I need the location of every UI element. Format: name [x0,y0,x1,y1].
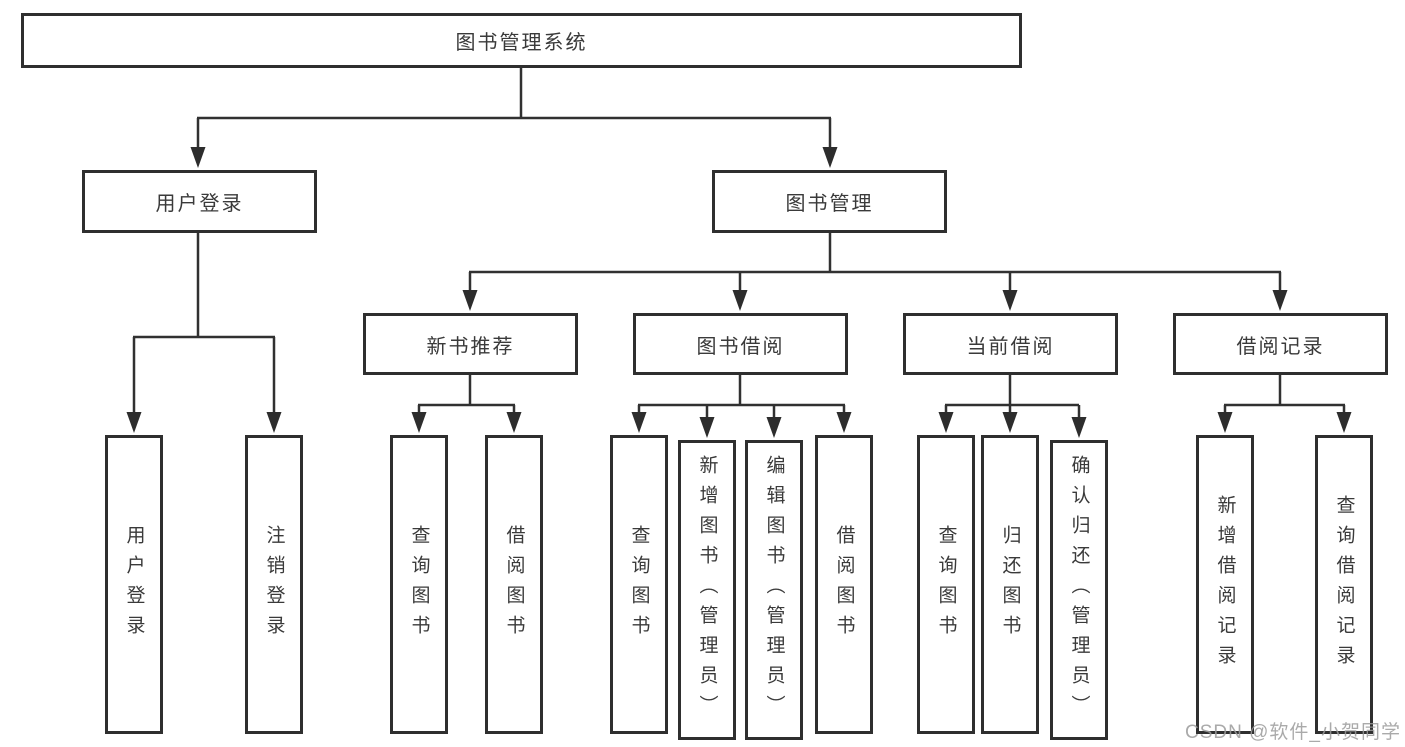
connector-arrowhead [266,412,282,433]
leaf-confirm-return-admin: 确认归还（管理员） [1050,440,1108,740]
leaf-edit-books-admin: 编辑图书（管理员） [745,440,803,740]
leaf-query-books-current-label: 查询图书 [935,524,957,645]
leaf-add-borrow-record: 新增借阅记录 [1196,435,1254,734]
leaf-query-books-current: 查询图书 [917,435,975,734]
connector-arrowhead [190,147,206,168]
connector-arrowhead [631,412,647,433]
leaf-return-books-label: 归还图书 [999,524,1021,645]
node-borrowing-records: 借阅记录 [1173,313,1388,375]
node-new-book-recommend: 新书推荐 [363,313,578,375]
leaf-query-books-borrow-label: 查询图书 [628,524,650,645]
node-current-borrowing-label: 当前借阅 [966,335,1055,358]
connector-arrowhead [822,147,838,168]
connector-arrowhead [1272,290,1288,311]
node-new-book-recommend-label: 新书推荐 [426,335,515,358]
leaf-query-borrow-record: 查询借阅记录 [1315,435,1373,734]
leaf-borrow-books-recommend: 借阅图书 [485,435,543,734]
connector-arrowhead [1002,412,1018,433]
connector-arrowhead [411,412,427,433]
node-root-label: 图书管理系统 [455,32,588,54]
connector-arrowhead [1071,417,1087,438]
leaf-user-login-label: 用户登录 [123,524,145,645]
node-root: 图书管理系统 [21,13,1022,68]
connector-arrowhead [766,417,782,438]
node-borrowing-records-label: 借阅记录 [1236,335,1325,358]
connector-arrowhead [1336,412,1352,433]
leaf-query-borrow-record-label: 查询借阅记录 [1333,494,1355,675]
connector-arrowhead [506,412,522,433]
leaf-user-login: 用户登录 [105,435,163,734]
leaf-add-books-admin: 新增图书（管理员） [678,440,736,740]
connector-arrowhead [126,412,142,433]
leaf-borrow-books: 借阅图书 [815,435,873,734]
leaf-logout: 注销登录 [245,435,303,734]
node-user-login: 用户登录 [82,170,317,233]
node-book-management-label: 图书管理 [785,193,874,215]
leaf-add-books-admin-label: 新增图书（管理员） [696,455,718,725]
leaf-query-books-recommend-label: 查询图书 [408,524,430,645]
node-user-login-label: 用户登录 [155,193,244,215]
connector-arrowhead [462,290,478,311]
node-book-management: 图书管理 [712,170,947,233]
leaf-return-books: 归还图书 [981,435,1039,734]
connector-arrowhead [1217,412,1233,433]
leaf-edit-books-admin-label: 编辑图书（管理员） [763,455,785,725]
node-book-borrowing: 图书借阅 [633,313,848,375]
leaf-confirm-return-admin-label: 确认归还（管理员） [1068,455,1090,725]
leaf-query-books-borrow: 查询图书 [610,435,668,734]
watermark: CSDN @软件_小贺同学 [1185,722,1401,743]
connector-arrowhead [732,290,748,311]
connector-arrowhead [836,412,852,433]
connector-arrowhead [699,417,715,438]
leaf-add-borrow-record-label: 新增借阅记录 [1214,494,1236,675]
leaf-borrow-books-label: 借阅图书 [833,524,855,645]
node-book-borrowing-label: 图书借阅 [696,335,785,358]
leaf-query-books-recommend: 查询图书 [390,435,448,734]
connector-arrowhead [1002,290,1018,311]
connector-arrowhead [938,412,954,433]
node-current-borrowing: 当前借阅 [903,313,1118,375]
leaf-logout-label: 注销登录 [263,524,285,645]
leaf-borrow-books-recommend-label: 借阅图书 [503,524,525,645]
